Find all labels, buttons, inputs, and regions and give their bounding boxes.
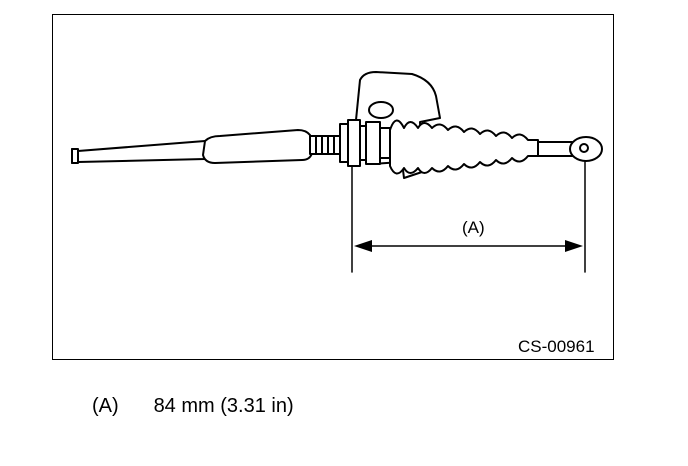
threaded-rod (309, 135, 343, 155)
legend-row: (A) 84 mm (3.31 in) (92, 394, 294, 418)
figure-code: CS-00961 (518, 337, 595, 356)
rod-end-eye (569, 136, 603, 162)
inner-cable (77, 140, 206, 163)
legend-key: (A) (92, 395, 119, 417)
bracket-hole (368, 101, 394, 119)
rubber-boot (389, 119, 539, 175)
legend-value: 84 mm (3.31 in) (153, 395, 294, 417)
end-rod (537, 141, 573, 157)
outer-sleeve (202, 129, 313, 164)
dimension-label: (A) (462, 218, 485, 237)
figure-frame (52, 14, 614, 360)
dimension-arrow (354, 240, 583, 252)
lock-nuts (339, 119, 391, 167)
